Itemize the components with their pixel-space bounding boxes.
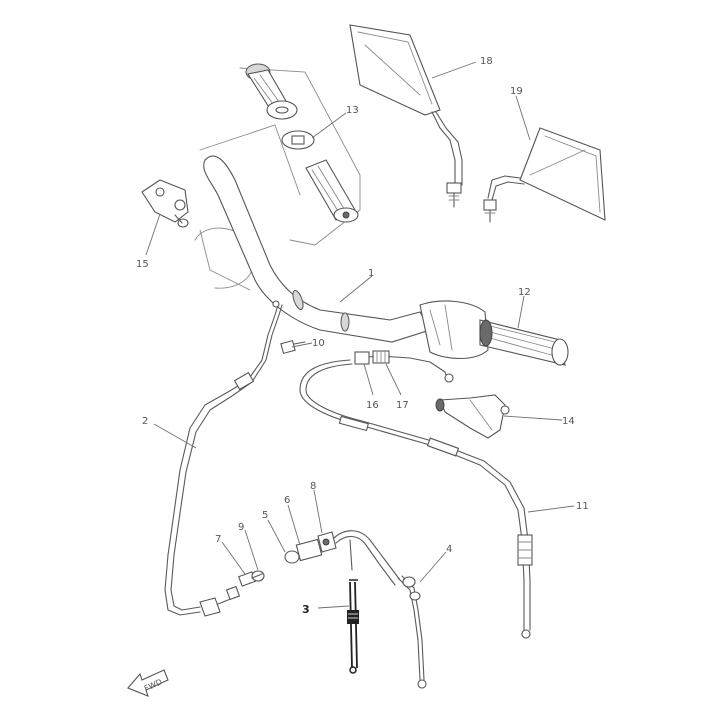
callout-7: 7 xyxy=(215,534,221,545)
leader-lines xyxy=(145,61,575,609)
callout-13: 13 xyxy=(346,105,359,116)
callout-18: 18 xyxy=(480,56,493,67)
switch-wiring-16-17 xyxy=(354,350,454,383)
callout-12: 12 xyxy=(518,287,531,298)
adjuster-10 xyxy=(280,339,306,355)
callout-17: 17 xyxy=(396,400,409,411)
callout-2: 2 xyxy=(142,416,148,427)
callout-labels: 1 2 3 4 5 6 7 8 9 10 11 12 13 14 15 16 1… xyxy=(136,56,589,616)
handlebar-1 xyxy=(194,124,489,359)
callout-5: 5 xyxy=(262,510,268,521)
callout-8: 8 xyxy=(310,481,316,492)
throttle-grip-exploded-13 xyxy=(239,63,361,246)
callout-9: 9 xyxy=(238,522,244,533)
cable-11 xyxy=(299,359,533,639)
callout-15: 15 xyxy=(136,259,149,270)
lever-14 xyxy=(435,394,510,439)
callout-3: 3 xyxy=(302,603,310,616)
callout-6: 6 xyxy=(284,495,290,506)
fittings-5-6-8 xyxy=(284,530,401,586)
callout-1: 1 xyxy=(368,268,374,279)
callout-10: 10 xyxy=(312,338,325,349)
cable-4 xyxy=(397,575,427,689)
mirror-19 xyxy=(483,127,606,223)
grip-12 xyxy=(479,319,569,366)
mirror-18 xyxy=(349,24,463,208)
bracket-15 xyxy=(141,179,189,228)
forward-arrow: FWD xyxy=(127,669,169,697)
callout-19: 19 xyxy=(510,86,523,97)
callout-16: 16 xyxy=(366,400,379,411)
callout-11: 11 xyxy=(576,501,589,512)
cable-2 xyxy=(164,300,283,617)
cable-3 xyxy=(347,579,359,674)
nuts-7-9 xyxy=(238,570,265,587)
callout-14: 14 xyxy=(562,416,575,427)
callout-4: 4 xyxy=(446,544,452,555)
